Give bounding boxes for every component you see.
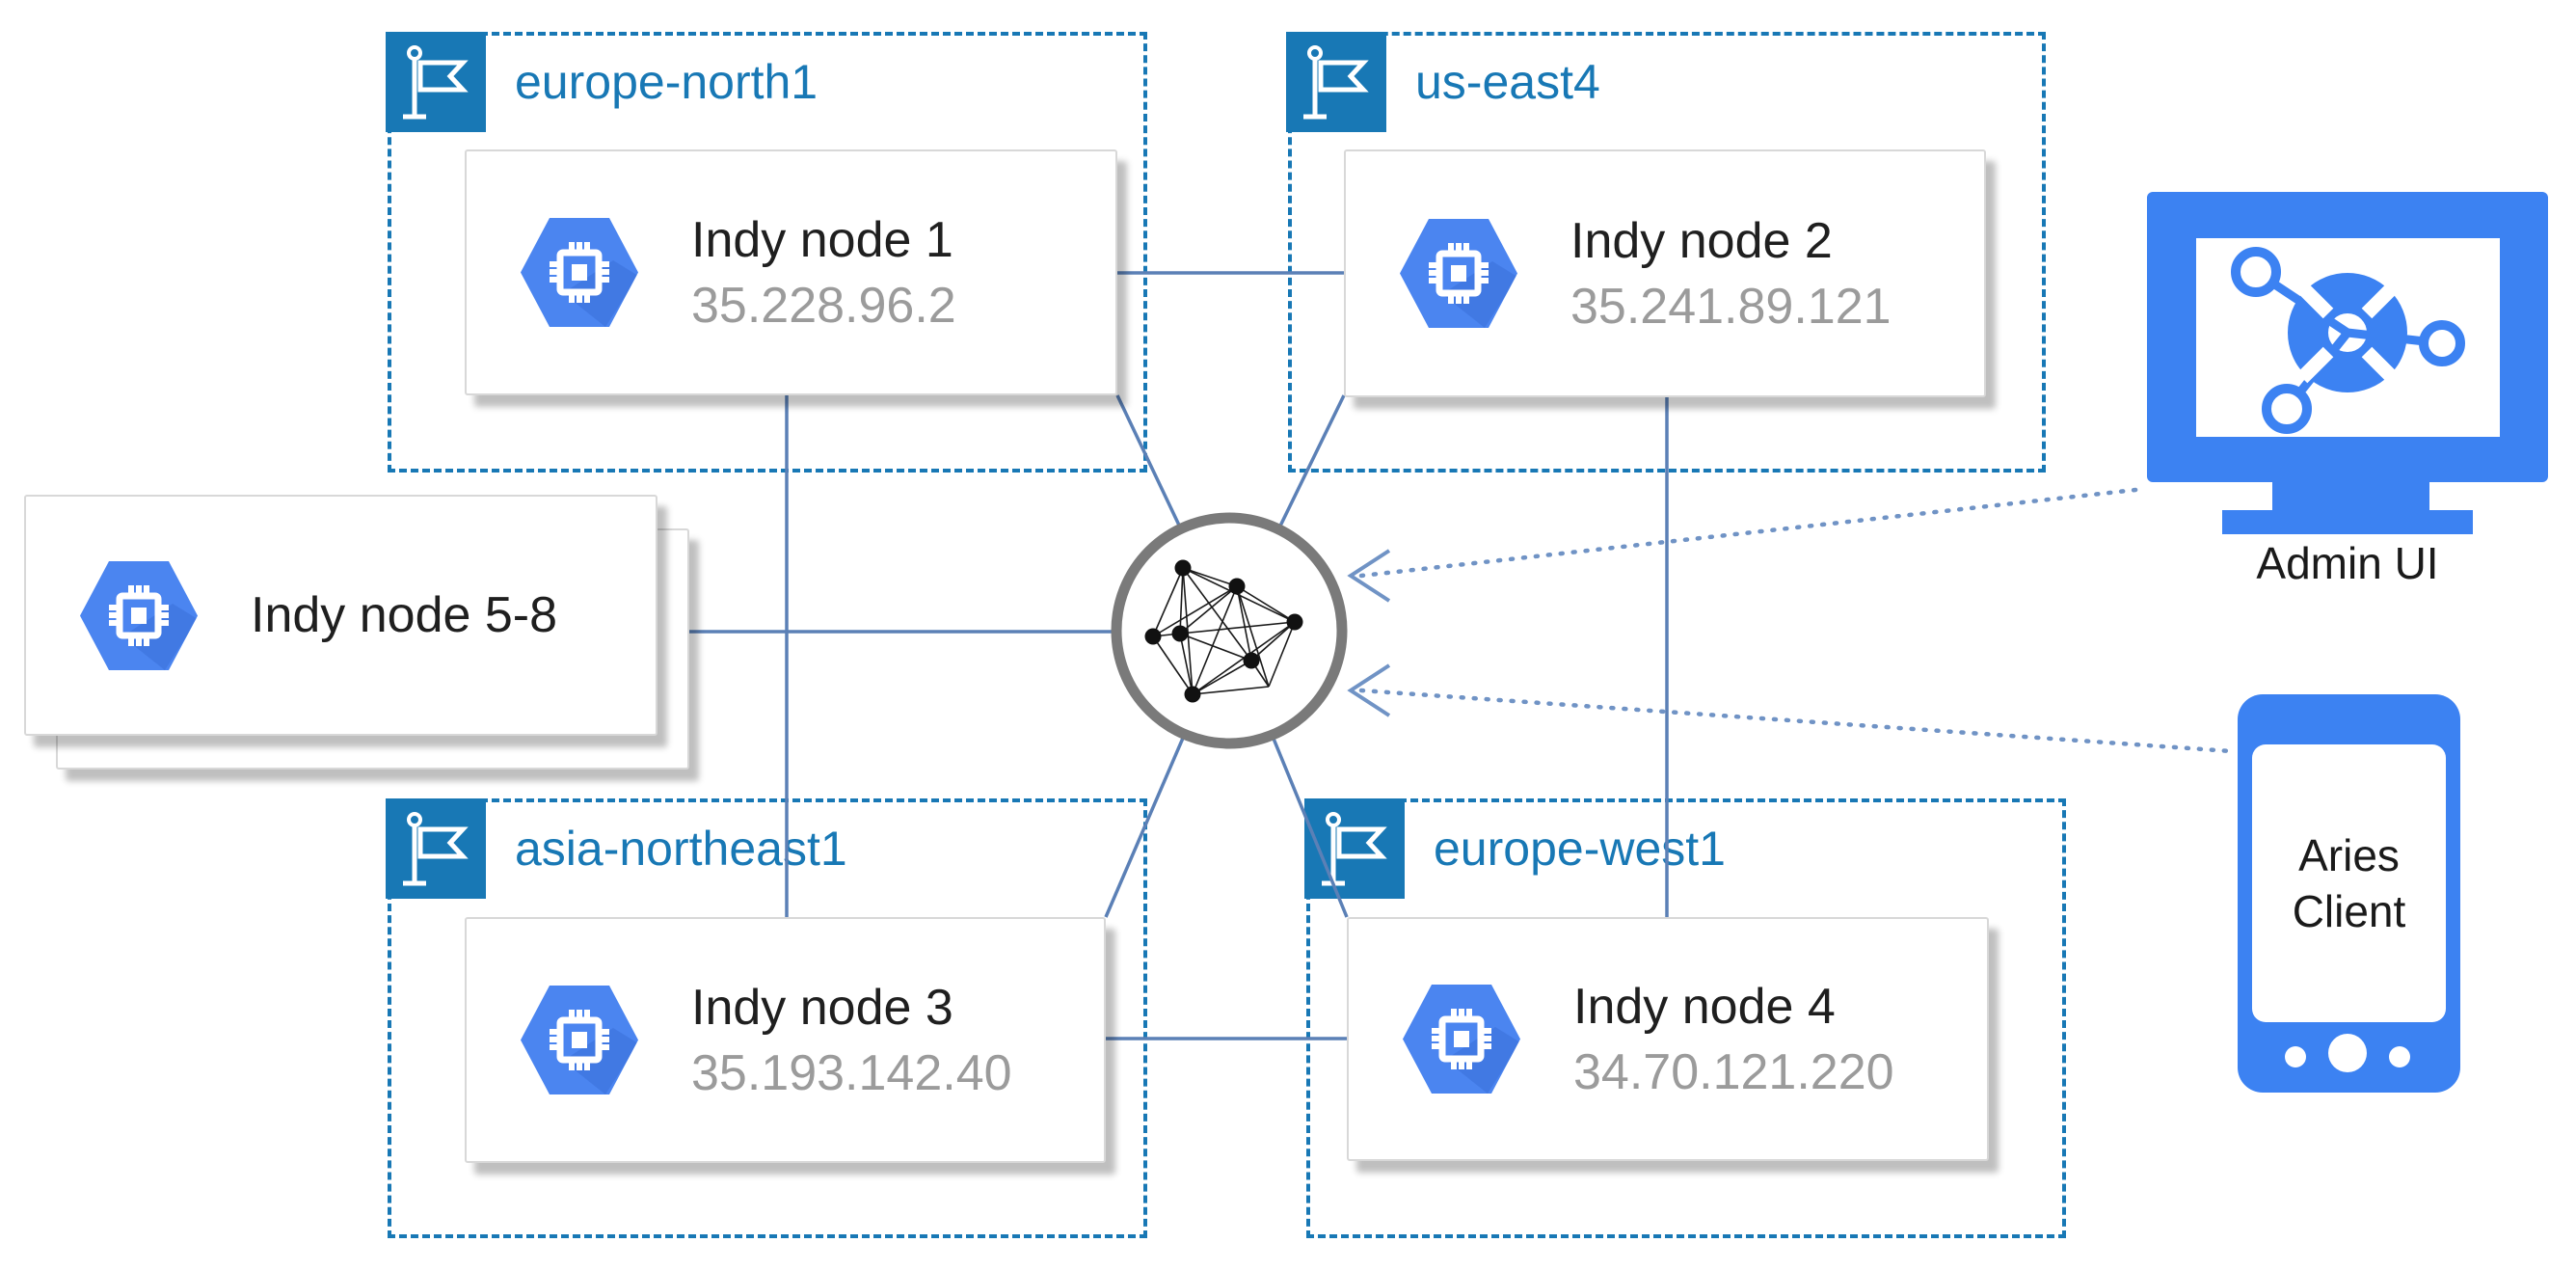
region-europe-west1: europe-west1 bbox=[1304, 798, 2066, 1238]
compute-engine-icon bbox=[1400, 219, 1517, 328]
node-ip: 35.193.142.40 bbox=[691, 1044, 1012, 1101]
aries-client: Aries Client bbox=[2238, 694, 2460, 1093]
network-mesh-icon bbox=[1144, 559, 1303, 703]
indy-node-5-8-card: Indy node 5-8 bbox=[24, 495, 657, 736]
node-title: Indy node 4 bbox=[1573, 978, 1836, 1035]
indy-node-1-card: Indy node 1 35.228.96.2 bbox=[465, 149, 1117, 395]
phone-screen: Aries Client bbox=[2252, 744, 2446, 1022]
compute-engine-icon bbox=[80, 560, 198, 670]
node-title: Indy node 5-8 bbox=[251, 587, 558, 643]
admin-ui-label: Admin UI bbox=[2256, 538, 2439, 588]
network-hub-icon bbox=[2231, 247, 2465, 434]
region-europe-north1: europe-north1 bbox=[386, 32, 1147, 473]
region-label: us-east4 bbox=[1415, 55, 1600, 109]
region-label: asia-northeast1 bbox=[515, 822, 847, 876]
compute-engine-icon bbox=[521, 986, 638, 1094]
admin-ui: Admin UI bbox=[2147, 192, 2548, 597]
node-title: Indy node 3 bbox=[691, 979, 953, 1036]
aries-client-label: Aries Client bbox=[2292, 830, 2406, 936]
flag-icon bbox=[386, 32, 486, 132]
region-label: europe-west1 bbox=[1434, 822, 1726, 876]
flag-icon bbox=[386, 798, 486, 899]
dotted-arrow-aries-client bbox=[1358, 688, 2234, 754]
compute-engine-icon bbox=[1403, 985, 1520, 1094]
indy-node-4-card: Indy node 4 34.70.121.220 bbox=[1347, 917, 1989, 1161]
arrowhead-aries-client-icon bbox=[1347, 663, 1391, 717]
indy-ledger-circle bbox=[1111, 512, 1348, 749]
dotted-arrow-admin-ui bbox=[1358, 486, 2147, 579]
node-ip: 35.241.89.121 bbox=[1570, 278, 1892, 335]
node-title: Indy node 1 bbox=[691, 211, 953, 268]
phone-button-dot bbox=[2285, 1046, 2306, 1067]
region-label: europe-north1 bbox=[515, 55, 818, 109]
monitor-screen bbox=[2196, 238, 2500, 437]
smartphone-icon: Aries Client bbox=[2238, 694, 2460, 1093]
region-asia-northeast1: asia-northeast1 bbox=[386, 798, 1147, 1238]
monitor-stand-neck bbox=[2272, 482, 2429, 510]
monitor-icon bbox=[2147, 192, 2548, 482]
compute-engine-icon bbox=[521, 218, 638, 327]
monitor-stand-base bbox=[2222, 510, 2473, 534]
indy-node-3-card: Indy node 3 35.193.142.40 bbox=[465, 917, 1106, 1163]
arrowhead-admin-ui-icon bbox=[1347, 549, 1391, 603]
node-title: Indy node 2 bbox=[1570, 212, 1833, 269]
indy-node-2-card: Indy node 2 35.241.89.121 bbox=[1344, 149, 1986, 397]
node-ip: 35.228.96.2 bbox=[691, 277, 956, 334]
flag-icon bbox=[1286, 32, 1386, 132]
node-ip: 34.70.121.220 bbox=[1573, 1043, 1894, 1100]
flag-icon bbox=[1304, 798, 1405, 899]
client-arrows bbox=[1347, 486, 2234, 754]
indy-node-5-8-stack: Indy node 5-8 bbox=[24, 495, 699, 784]
phone-button-dot bbox=[2328, 1034, 2367, 1072]
phone-button-dot bbox=[2389, 1046, 2410, 1067]
